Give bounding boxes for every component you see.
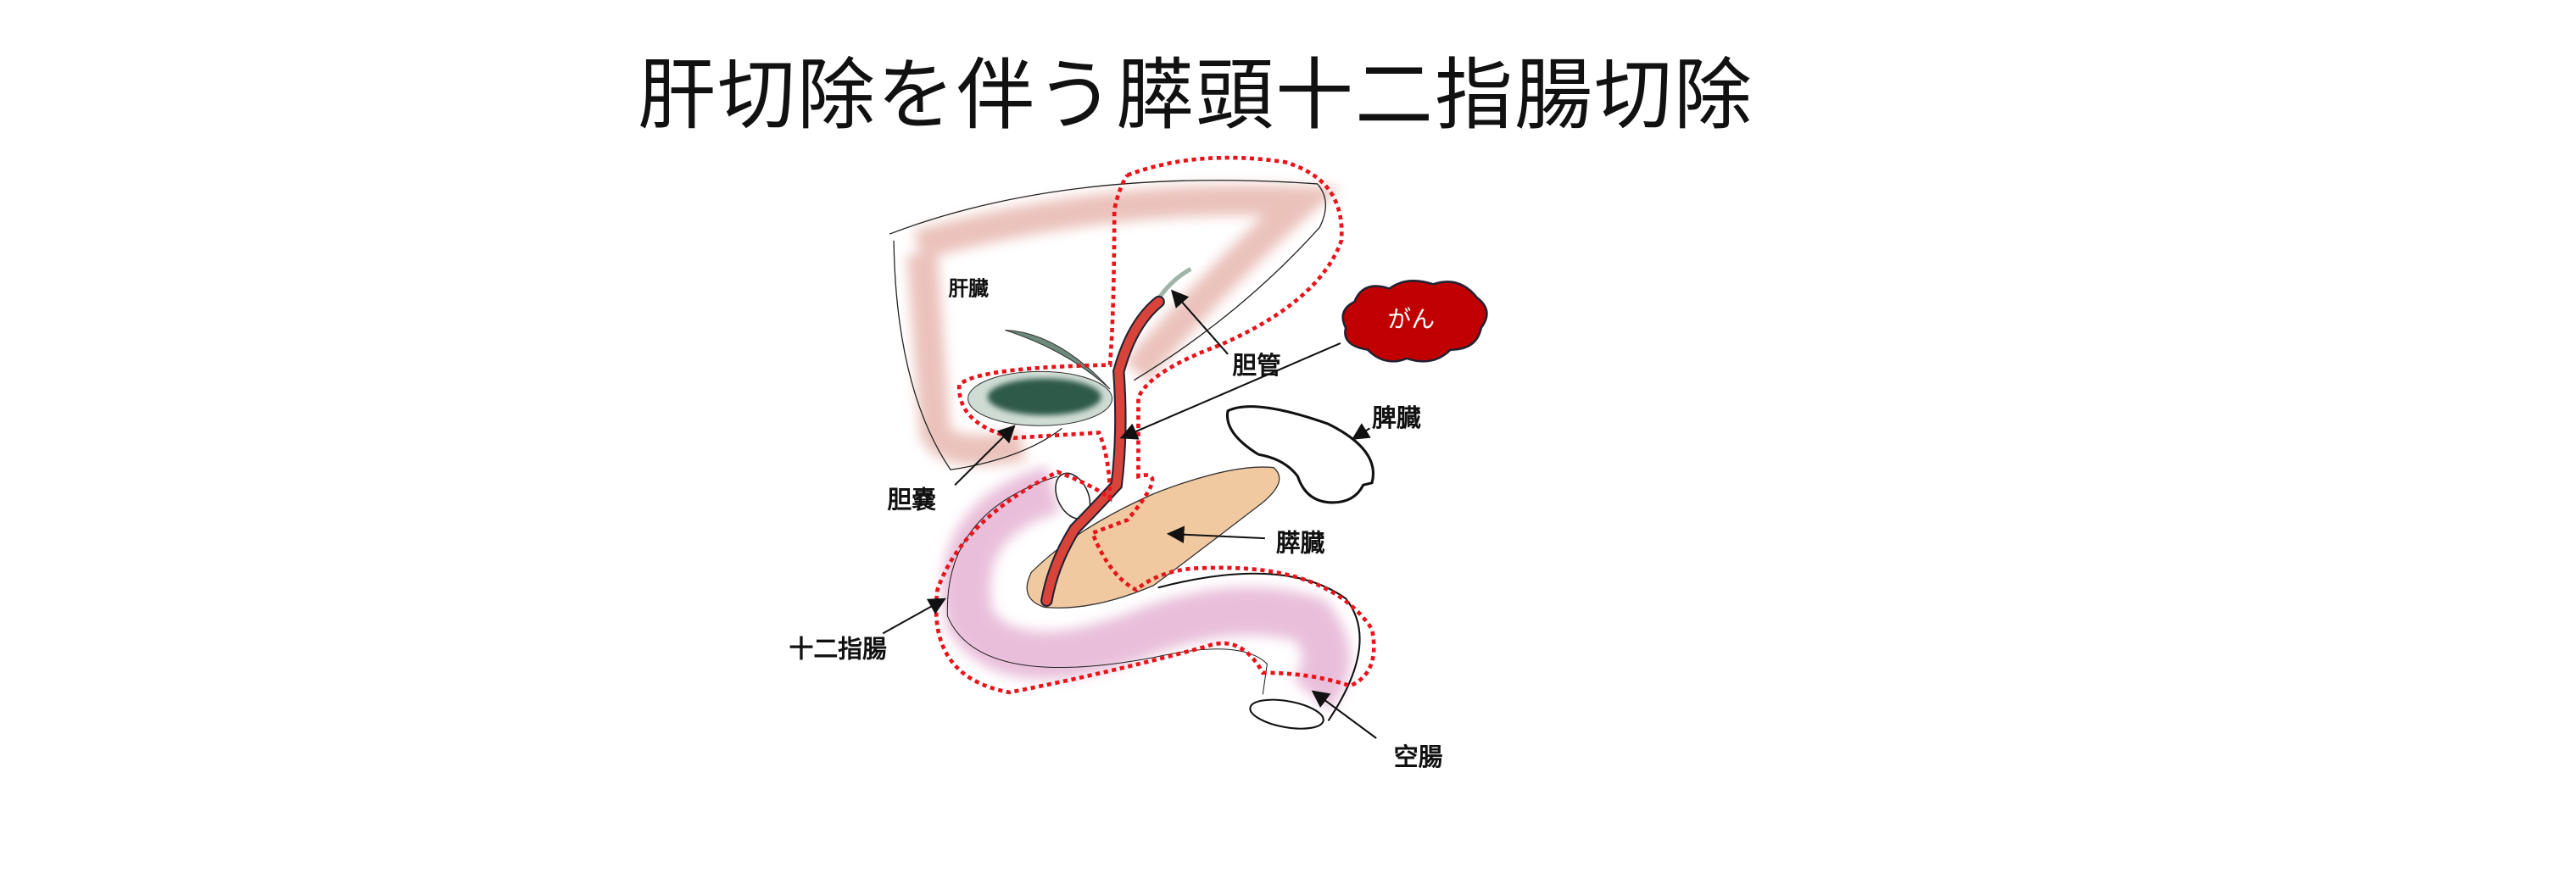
spleen xyxy=(1225,405,1374,504)
label-liver: 肝臓 xyxy=(948,276,989,300)
gallbladder xyxy=(967,329,1113,426)
label-spleen: 脾臓 xyxy=(1372,403,1421,432)
jejunum-end xyxy=(1249,698,1324,730)
label-jejunum: 空腸 xyxy=(1394,742,1443,771)
duodenum xyxy=(942,466,1361,730)
label-pancreas: 膵臓 xyxy=(1276,529,1325,558)
arrows xyxy=(882,289,1377,739)
page-title: 肝切除を伴う膵頭十二指腸切除 xyxy=(638,50,1754,141)
liver xyxy=(889,180,1341,470)
label-gallbladder: 胆嚢 xyxy=(887,486,936,514)
pancreas xyxy=(1026,466,1280,609)
label-bile-duct: 胆管 xyxy=(1232,351,1281,380)
label-duodenum: 十二指腸 xyxy=(789,635,886,664)
cancer-cloud: がん xyxy=(1341,280,1488,363)
resection-line xyxy=(934,155,1376,695)
cancer-label: がん xyxy=(1388,305,1436,333)
